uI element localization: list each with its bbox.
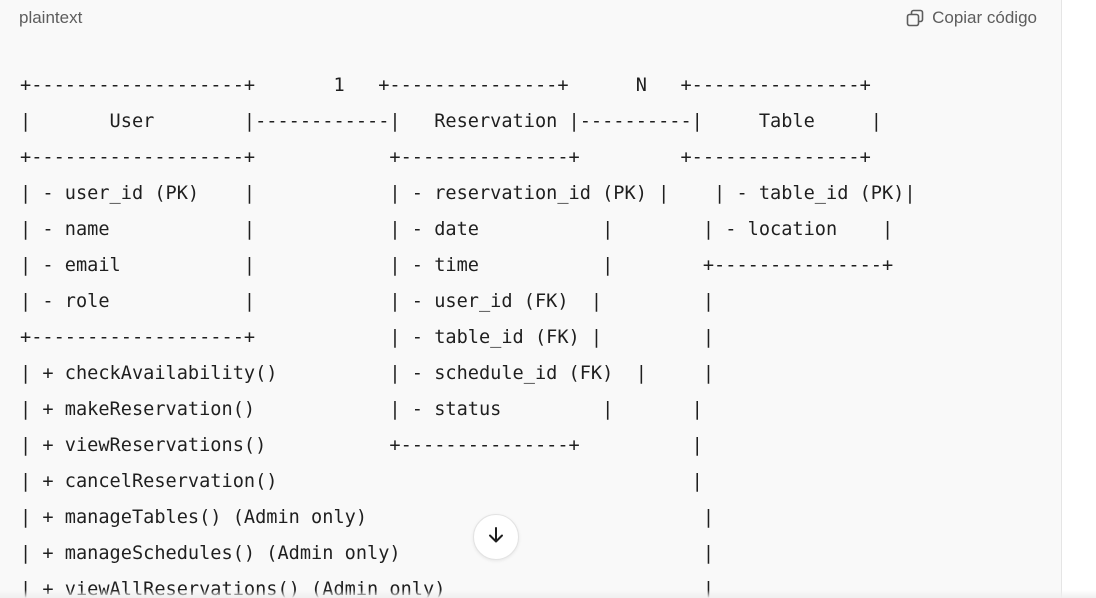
code-line: | + cancelReservation() | xyxy=(20,471,703,492)
code-line: +-------------------+ | - table_id (FK) … xyxy=(20,327,715,348)
code-line: | - email | | - time | +---------------+ xyxy=(20,255,894,276)
copy-code-label: Copiar código xyxy=(932,8,1037,27)
code-line: | + viewReservations() +---------------+… xyxy=(20,435,703,456)
code-line: | + makeReservation() | - status | | xyxy=(20,399,703,420)
code-line: +-------------------+ 1 +---------------… xyxy=(20,75,871,96)
code-line: | User |------------| Reservation |-----… xyxy=(20,111,882,132)
code-block-header: plaintext Copiar código xyxy=(0,0,1061,36)
copy-icon xyxy=(905,8,925,28)
code-language-label: plaintext xyxy=(19,8,83,27)
code-line: +-------------------+ +---------------+ … xyxy=(20,147,871,168)
copy-code-button[interactable]: Copiar código xyxy=(905,6,1037,30)
scroll-to-bottom-button[interactable] xyxy=(473,514,519,560)
code-line: | + checkAvailability() | - schedule_id … xyxy=(20,363,715,384)
code-line: | + manageTables() (Admin only) | xyxy=(20,507,715,528)
scrollbar-track xyxy=(1061,0,1062,598)
arrow-down-icon xyxy=(485,524,507,551)
code-line: | + manageSchedules() (Admin only) | xyxy=(20,543,715,564)
code-content: +-------------------+ 1 +---------------… xyxy=(20,68,916,598)
code-line: | - user_id (PK) | | - reservation_id (P… xyxy=(20,183,916,204)
code-line: | - role | | - user_id (FK) | | xyxy=(20,291,715,312)
code-line: | - name | | - date | | - location | xyxy=(20,219,894,240)
code-block: plaintext Copiar código +---------------… xyxy=(0,0,1061,598)
bottom-fade xyxy=(0,590,1096,598)
